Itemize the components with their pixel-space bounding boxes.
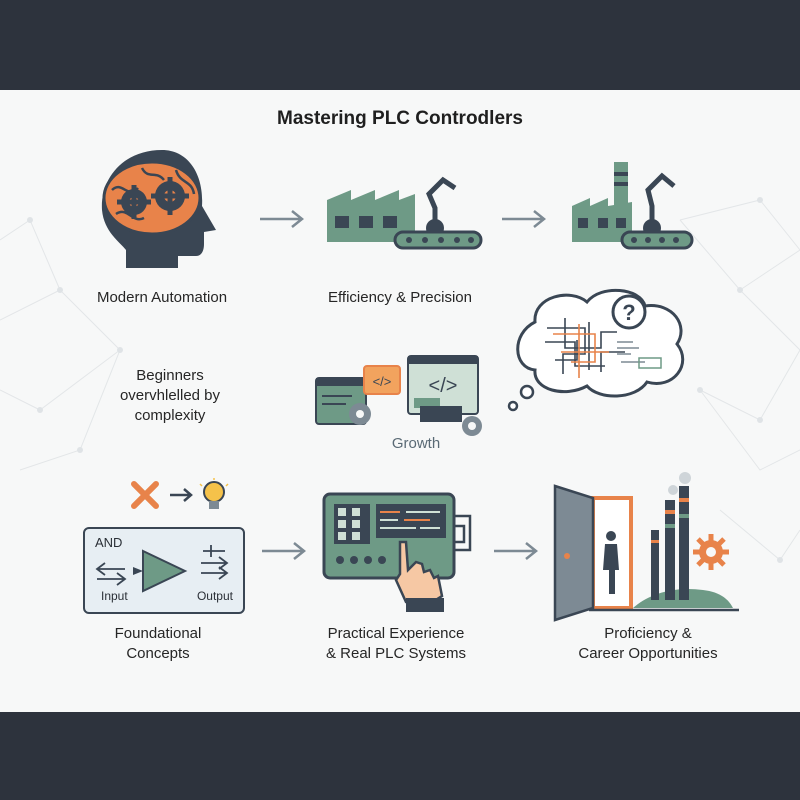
code-windows-icon: </> </> bbox=[315, 355, 482, 436]
error-to-idea-icon bbox=[131, 478, 229, 509]
page-title: Mastering PLC Controdlers bbox=[277, 108, 523, 129]
plc-panel-hand-icon bbox=[322, 492, 472, 612]
label-growth: Growth bbox=[391, 435, 441, 452]
label-beginners: Beginners overvhlelled by complexity bbox=[119, 367, 221, 424]
label-proficiency: Proficiency & Career Opportunities bbox=[578, 625, 718, 662]
label-modern-automation: Modern Automation bbox=[96, 289, 228, 306]
network-background bbox=[0, 197, 800, 563]
brain-gears-icon bbox=[101, 150, 216, 268]
input-label: Input bbox=[101, 589, 128, 603]
svg-text:?: ? bbox=[622, 300, 635, 325]
svg-text:</>: </> bbox=[373, 374, 392, 389]
arrow-right-icon bbox=[494, 542, 539, 560]
factory-robot-icon bbox=[327, 176, 483, 250]
label-efficiency: Efficiency & Precision bbox=[328, 289, 472, 306]
svg-text:</>: </> bbox=[429, 375, 458, 397]
arrow-right-icon bbox=[262, 542, 307, 560]
label-practical: Practical Experience & Real PLC Systems bbox=[325, 625, 467, 662]
gate-label: AND bbox=[95, 535, 123, 550]
arrow-right-icon bbox=[502, 210, 547, 228]
infographic-panel: Mastering PLC Controdlers Modern Automat… bbox=[0, 90, 800, 712]
label-foundational: Foundational Concepts bbox=[114, 625, 202, 662]
top-band bbox=[0, 0, 800, 90]
and-gate-icon bbox=[95, 545, 229, 593]
bottom-band bbox=[0, 712, 800, 800]
factory-robot-icon bbox=[572, 162, 694, 250]
confused-thought-bubble-icon: ? bbox=[507, 288, 685, 412]
output-label: Output bbox=[196, 589, 233, 603]
arrow-right-icon bbox=[260, 210, 305, 228]
career-door-icon bbox=[553, 472, 739, 622]
logic-gate-diagram: AND Input Output bbox=[83, 527, 245, 614]
